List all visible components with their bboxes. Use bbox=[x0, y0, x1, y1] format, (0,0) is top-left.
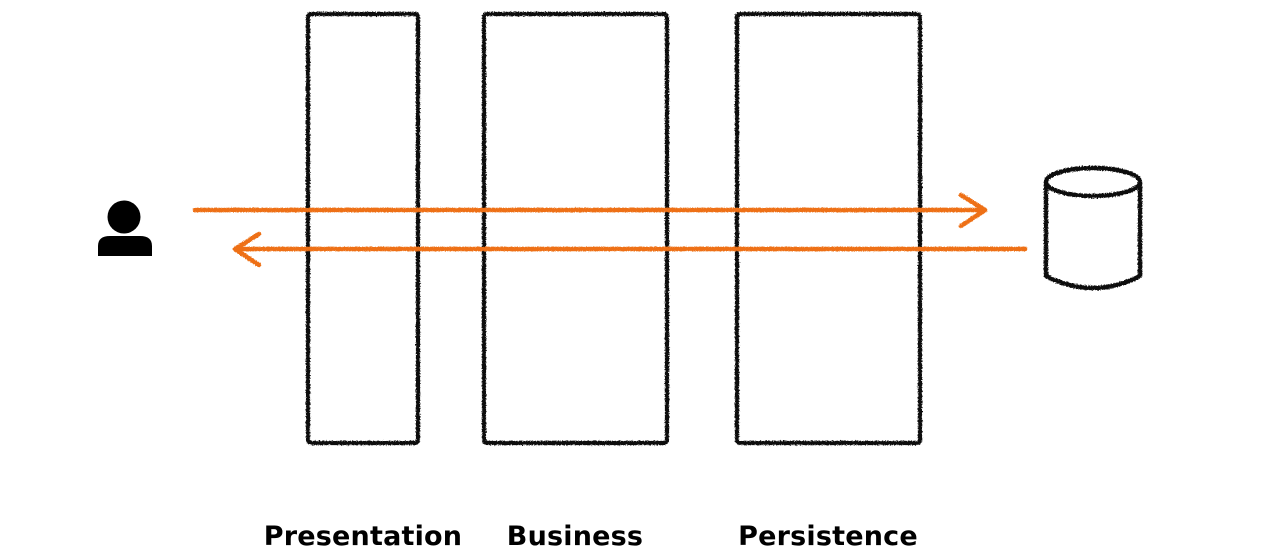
response-flow-arrow[interactable] bbox=[232, 231, 1028, 268]
layer-label-business: Business Layer bbox=[455, 452, 695, 554]
layer-label-presentation-line1: Presentation bbox=[263, 521, 463, 552]
request-flow-arrow[interactable] bbox=[192, 192, 988, 229]
layer-label-presentation: Presentation Layer bbox=[243, 452, 483, 554]
layer-label-business-line1: Business bbox=[506, 521, 644, 552]
layer-label-persistence-line1: Persistence bbox=[738, 521, 918, 552]
layer-label-persistence: Persistence Layer bbox=[708, 452, 948, 554]
layer-box-business[interactable] bbox=[481, 11, 670, 446]
database-cylinder-icon[interactable] bbox=[1043, 165, 1143, 291]
person-icon bbox=[98, 200, 152, 256]
layer-box-persistence[interactable] bbox=[734, 11, 923, 446]
layer-box-presentation[interactable] bbox=[305, 11, 421, 446]
